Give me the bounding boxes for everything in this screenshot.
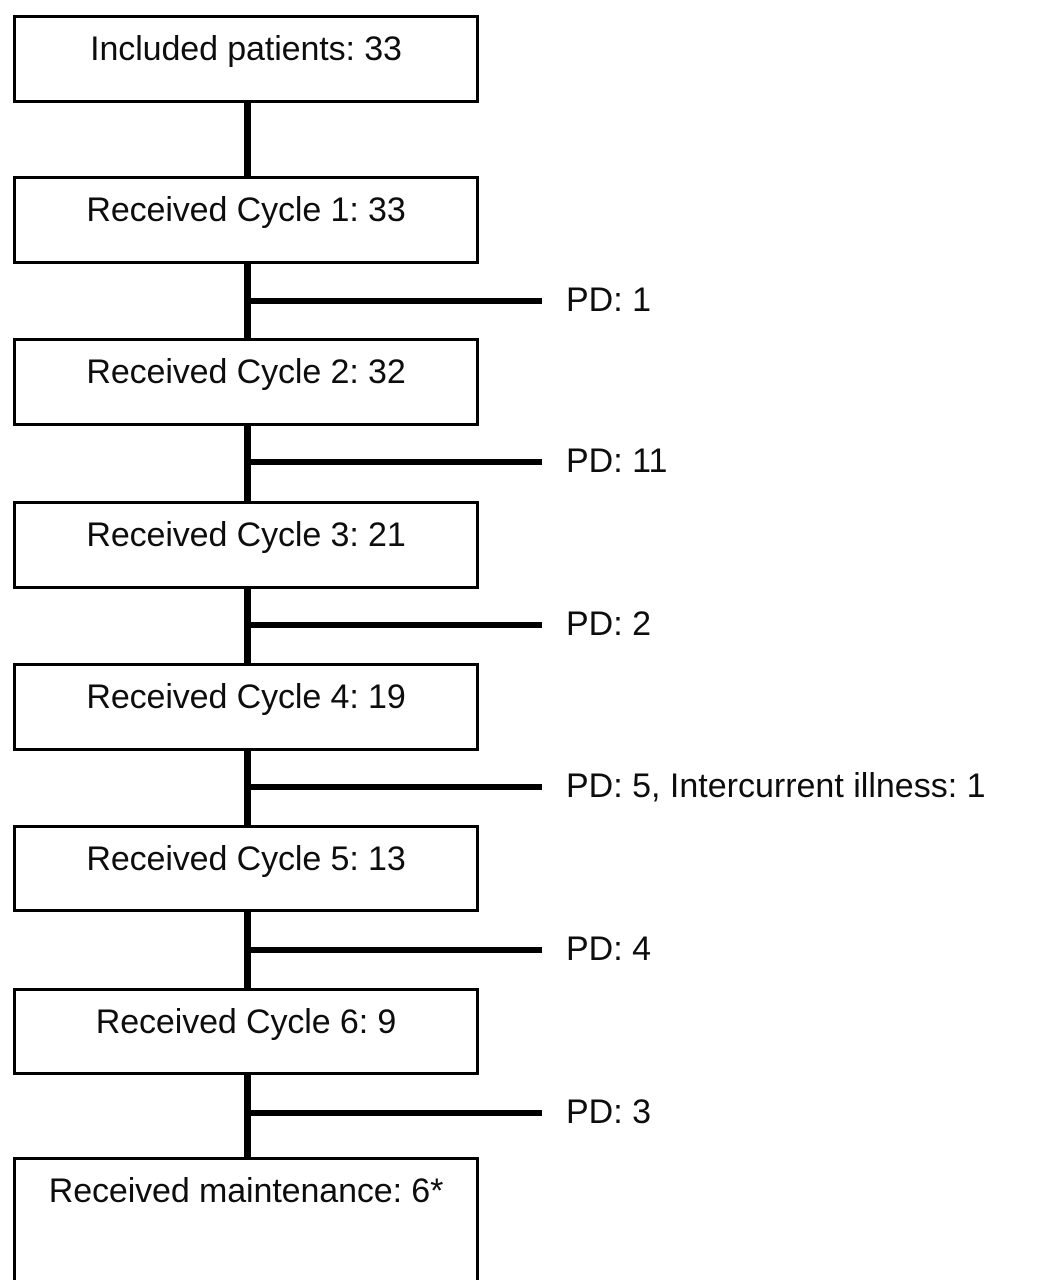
node-received-maintenance-label: Received maintenance: 6* — [48, 1172, 444, 1210]
branch-line-after-cycle-6 — [246, 1110, 542, 1116]
node-received-cycle-4: Received Cycle 4: 19 — [13, 663, 479, 751]
node-received-cycle-3: Received Cycle 3: 21 — [13, 501, 479, 589]
node-received-cycle-1-label: Received Cycle 1: 33 — [86, 191, 406, 229]
node-received-cycle-4-label: Received Cycle 4: 19 — [86, 678, 406, 716]
branch-line-after-cycle-1 — [246, 298, 542, 304]
node-received-cycle-1: Received Cycle 1: 33 — [13, 176, 479, 264]
branch-line-after-cycle-5 — [246, 947, 542, 953]
dropout-label-after-cycle-1: PD: 1 — [566, 281, 652, 319]
branch-line-after-cycle-4 — [246, 784, 542, 790]
node-received-cycle-6: Received Cycle 6: 9 — [13, 988, 479, 1075]
dropout-label-after-cycle-3: PD: 2 — [566, 605, 652, 643]
branch-line-after-cycle-3 — [246, 622, 542, 628]
node-included-patients-label: Included patients: 33 — [90, 30, 402, 68]
dropout-label-after-cycle-4: PD: 5, Intercurrent illness: 1 — [566, 767, 986, 805]
node-received-cycle-2-label: Received Cycle 2: 32 — [86, 353, 406, 391]
node-received-maintenance: Received maintenance: 6* — [13, 1157, 479, 1280]
dropout-label-after-cycle-2: PD: 11 — [566, 442, 668, 480]
node-received-cycle-6-label: Received Cycle 6: 9 — [95, 1003, 397, 1041]
dropout-label-after-cycle-6: PD: 3 — [566, 1093, 652, 1131]
branch-line-after-cycle-2 — [246, 459, 542, 465]
dropout-label-after-cycle-5: PD: 4 — [566, 930, 652, 968]
node-received-cycle-5-label: Received Cycle 5: 13 — [86, 840, 406, 878]
connector-included-to-cycle1 — [244, 100, 251, 180]
node-received-cycle-5: Received Cycle 5: 13 — [13, 825, 479, 912]
node-received-cycle-3-label: Received Cycle 3: 21 — [86, 516, 406, 554]
node-included-patients: Included patients: 33 — [13, 15, 479, 103]
node-received-cycle-2: Received Cycle 2: 32 — [13, 338, 479, 426]
connector-cycle6-to-maintenance — [244, 1072, 251, 1160]
